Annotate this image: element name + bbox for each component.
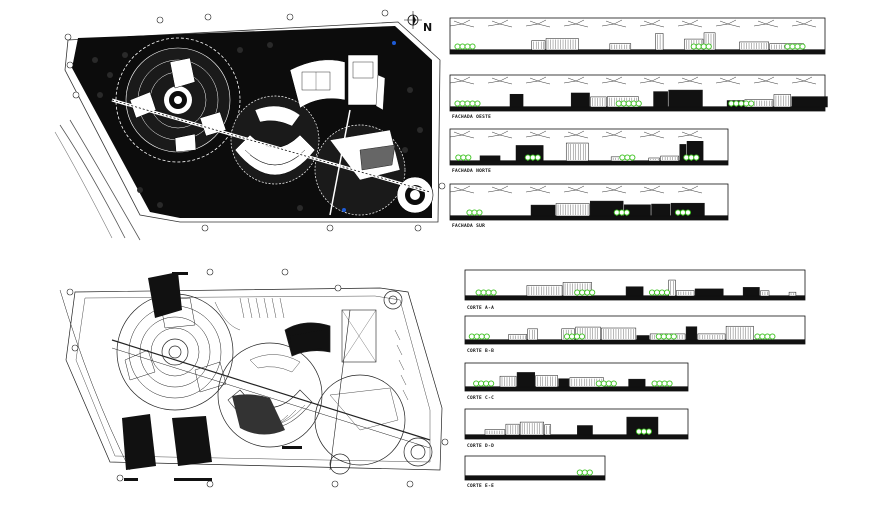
section-caption-4: CORTE D-D [467, 444, 495, 449]
section-caption-2: CORTE B-B [467, 349, 495, 354]
section-strip-5 [464, 455, 606, 481]
section-strip-2 [464, 315, 806, 345]
elevation-strip-2 [449, 74, 828, 112]
section-caption-1: CORTE A-A [467, 306, 495, 311]
grid-markers-bottom [66, 268, 449, 488]
compass-label: N [423, 21, 432, 34]
section-strip-3 [464, 362, 689, 392]
section-caption-3: CORTE C-C [467, 396, 495, 401]
bottom-site-plan [59, 287, 443, 475]
elevation-caption-2: FACHADA OESTE [452, 115, 492, 120]
elevation-caption-4: FACHADA SUR [452, 224, 486, 229]
bottom-plan-buildings [122, 272, 322, 470]
elevation-caption-3: FACHADA NORTE [452, 169, 492, 174]
north-arrow [404, 11, 422, 29]
section-strip-1 [464, 269, 806, 301]
elevations-group [449, 17, 828, 481]
bottom-plan-tags [124, 272, 324, 481]
elevation-strip-1 [449, 17, 826, 55]
section-strip-4 [464, 408, 689, 440]
tree-texture [92, 42, 423, 211]
elevation-strip-4 [449, 183, 729, 221]
elevation-strip-3 [449, 128, 729, 166]
section-caption-5: CORTE E-E [467, 484, 495, 489]
top-site-plan: N [54, 9, 446, 241]
grid-markers-top [64, 9, 446, 232]
